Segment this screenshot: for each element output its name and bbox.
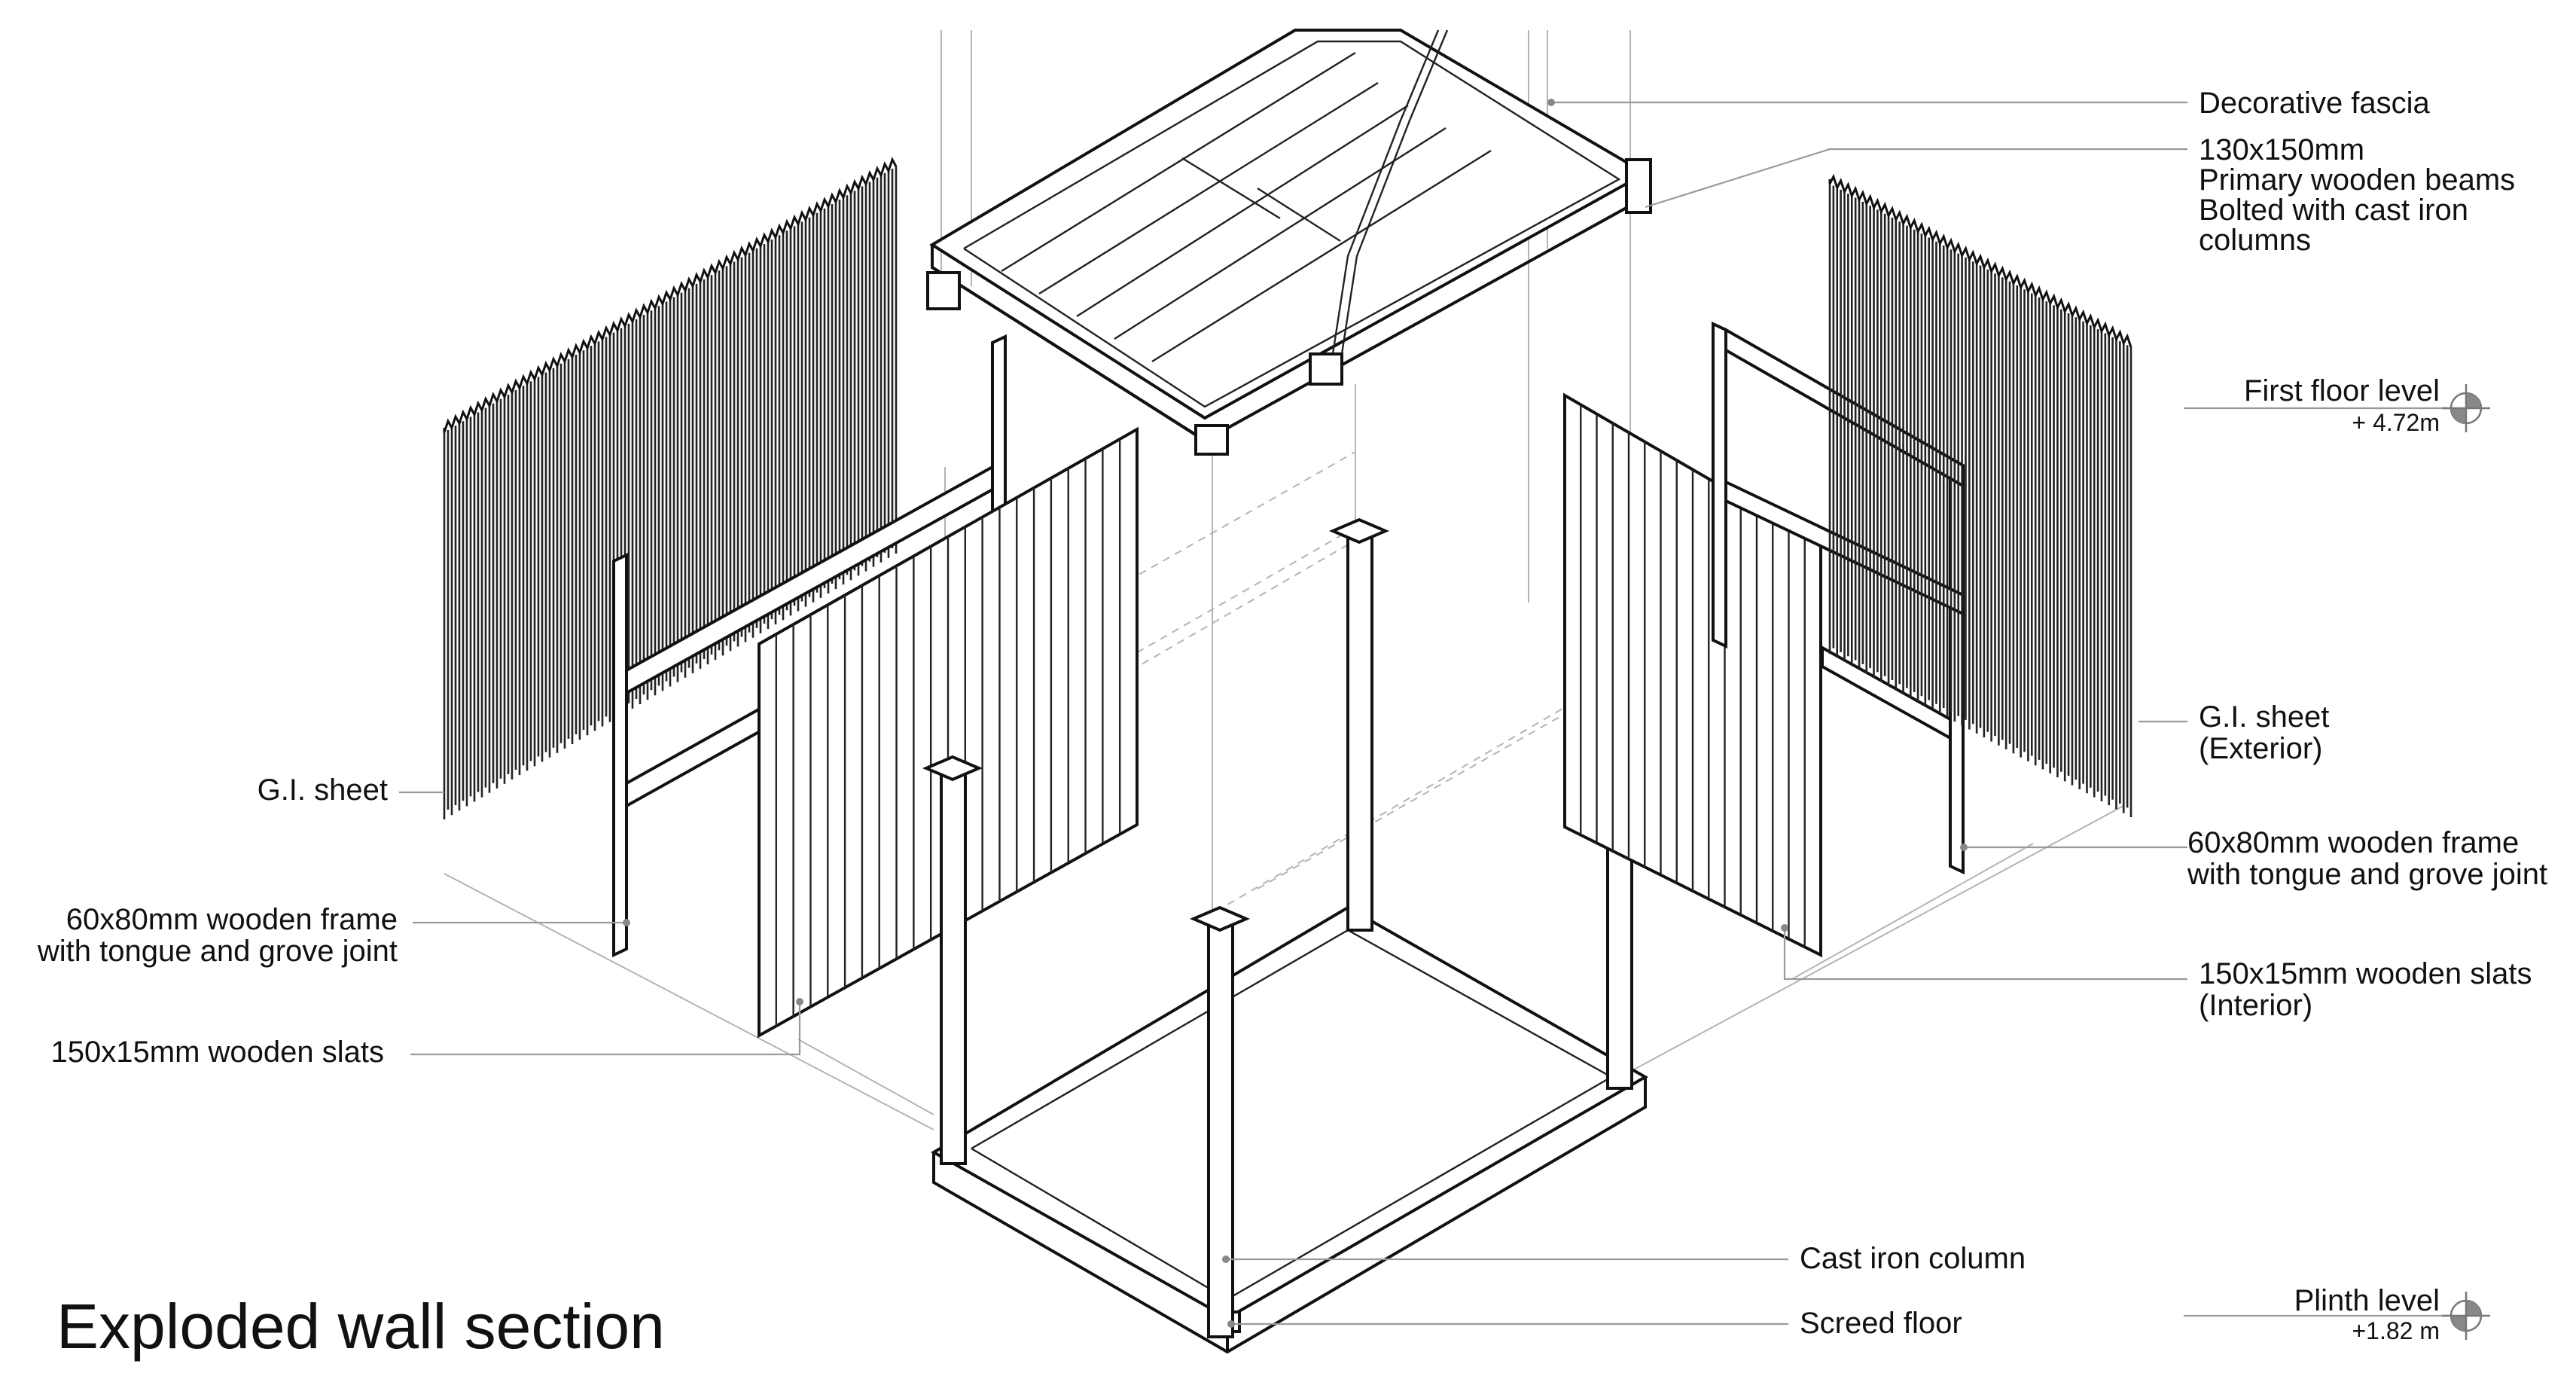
- label-beams-type: Primary wooden beams: [2199, 163, 2515, 197]
- label-cast-iron-column: Cast iron column: [1800, 1242, 2026, 1275]
- label-first-floor-level: First floor level: [2244, 374, 2440, 407]
- label-frame-left-joint: with tongue and grove joint: [37, 935, 398, 968]
- label-plinth-level: Plinth level: [2294, 1284, 2440, 1317]
- roof-beams: [926, 29, 1652, 456]
- construction-guides: [444, 30, 2124, 1130]
- label-plinth-value: +1.82 m: [2352, 1317, 2440, 1344]
- level-marker-icon: [2442, 1292, 2490, 1340]
- label-gi-sheet-exterior: G.I. sheet: [2199, 700, 2329, 734]
- label-beams-bolted: Bolted with cast iron: [2199, 194, 2468, 227]
- wooden-slats-right: [1563, 392, 1822, 958]
- label-first-floor-value: + 4.72m: [2352, 409, 2440, 436]
- label-frame-left: 60x80mm wooden frame: [66, 903, 398, 936]
- level-marker-icon: [2442, 384, 2490, 432]
- label-slats-left: 150x15mm wooden slats: [51, 1036, 384, 1069]
- label-gi-sheet-left: G.I. sheet: [258, 773, 388, 807]
- wooden-slats-left: [758, 426, 1139, 1039]
- leader-lines: [399, 99, 2462, 1328]
- label-slats-right: 150x15mm wooden slats: [2199, 957, 2532, 990]
- label-gi-sheet-exterior-note: (Exterior): [2199, 732, 2322, 765]
- gi-sheet-right: [1828, 173, 2132, 817]
- cast-iron-columns: [922, 517, 1650, 1338]
- label-slats-right-interior: (Interior): [2199, 989, 2312, 1022]
- screed-floor-slab: [931, 905, 1649, 1354]
- label-frame-right-joint: with tongue and grove joint: [2187, 858, 2547, 891]
- label-beams-columns: columns: [2199, 224, 2311, 257]
- label-frame-right: 60x80mm wooden frame: [2187, 826, 2519, 859]
- diagram-title: Exploded wall section: [56, 1291, 665, 1362]
- gi-sheet-left: [443, 157, 898, 819]
- annotation-labels: Decorative fascia 130x150mm Primary wood…: [37, 87, 2547, 1362]
- label-decorative-fascia: Decorative fascia: [2199, 87, 2431, 120]
- label-screed-floor: Screed floor: [1800, 1307, 1962, 1340]
- label-beams-size: 130x150mm: [2199, 133, 2364, 166]
